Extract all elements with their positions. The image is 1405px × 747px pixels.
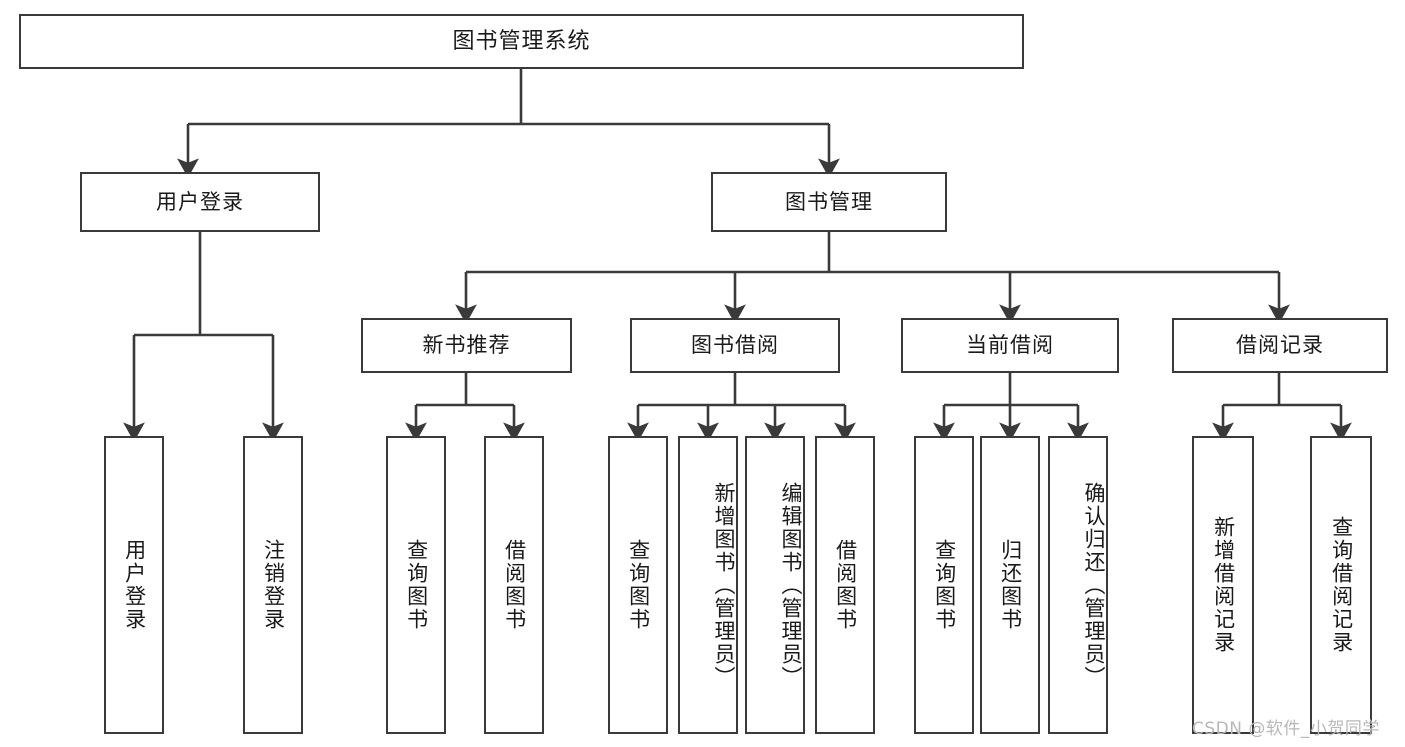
- leaf-return-book[interactable]: 归还图书: [980, 436, 1040, 734]
- leaf-add-borrow-record[interactable]: 新增借阅记录: [1192, 436, 1254, 734]
- leaf-confirm-return-admin[interactable]: 确认归还（管理员）: [1048, 436, 1108, 734]
- node-new-book-recommend[interactable]: 新书推荐: [361, 318, 572, 373]
- leaf-user-logout[interactable]: 注销登录: [243, 436, 303, 734]
- node-current-borrow[interactable]: 当前借阅: [901, 318, 1119, 373]
- leaf-add-book-admin[interactable]: 新增图书（管理员）: [678, 436, 738, 734]
- leaf-query-borrow-record[interactable]: 查询借阅记录: [1310, 436, 1372, 734]
- leaf-query-book-current[interactable]: 查询图书: [914, 436, 974, 734]
- node-book-borrow[interactable]: 图书借阅: [630, 318, 840, 373]
- leaf-query-book-borrow[interactable]: 查询图书: [608, 436, 668, 734]
- leaf-query-book-new[interactable]: 查询图书: [386, 436, 446, 734]
- leaf-edit-book-admin[interactable]: 编辑图书（管理员）: [745, 436, 805, 734]
- leaf-user-login[interactable]: 用户登录: [104, 436, 164, 734]
- node-user-login[interactable]: 用户登录: [80, 172, 320, 232]
- node-borrow-record[interactable]: 借阅记录: [1172, 318, 1388, 373]
- leaf-borrow-book-new[interactable]: 借阅图书: [484, 436, 544, 734]
- leaf-borrow-book[interactable]: 借阅图书: [815, 436, 875, 734]
- node-book-manage[interactable]: 图书管理: [711, 172, 947, 232]
- watermark-text: CSDN @软件_小贺同学: [1192, 719, 1380, 739]
- node-root-system[interactable]: 图书管理系统: [19, 14, 1024, 69]
